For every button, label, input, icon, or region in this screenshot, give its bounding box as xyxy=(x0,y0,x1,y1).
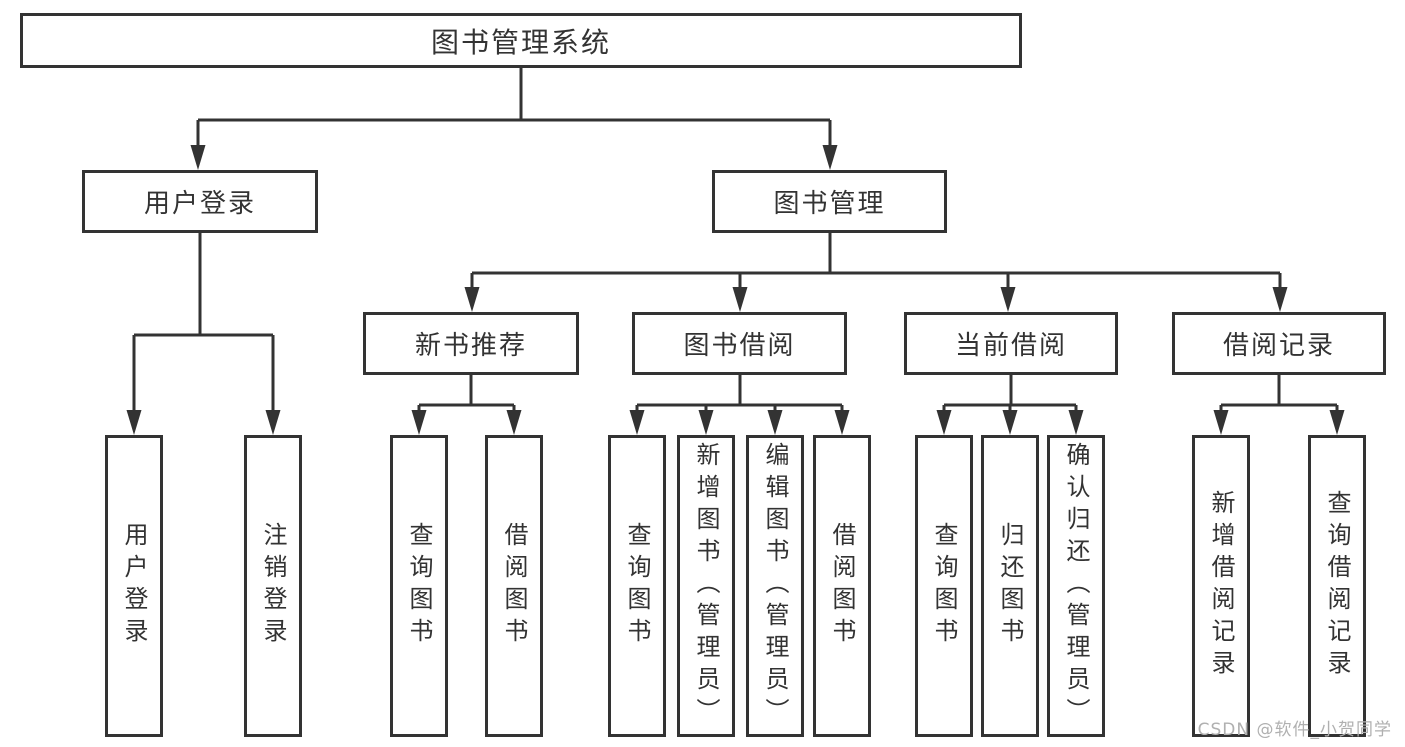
arrow-icon xyxy=(629,410,645,435)
arrow-icon xyxy=(1002,410,1018,435)
arrow-icon xyxy=(1213,410,1229,435)
node-library-management-system: 图书管理系统 xyxy=(20,13,1022,68)
arrow-icon xyxy=(1000,287,1016,312)
arrow-icon xyxy=(1272,287,1288,312)
node-new-book-recommend: 新书推荐 xyxy=(363,312,579,375)
arrow-icon xyxy=(834,410,850,435)
arrow-icon xyxy=(464,287,480,312)
node-current-borrow: 当前借阅 xyxy=(904,312,1118,375)
watermark: CSDN @软件_小贺同学 xyxy=(1197,720,1392,740)
node-book-borrow: 图书借阅 xyxy=(632,312,847,375)
node-user-login: 用户登录 xyxy=(82,170,318,233)
node-leaf-query-borrow-record: 查询借阅记录 xyxy=(1308,435,1366,737)
node-leaf-query-books-3: 查询图书 xyxy=(915,435,973,737)
node-leaf-borrow-books-2: 借阅图书 xyxy=(813,435,871,737)
node-leaf-query-books-2: 查询图书 xyxy=(608,435,666,737)
node-leaf-query-books-1: 查询图书 xyxy=(390,435,448,737)
arrow-icon xyxy=(411,410,427,435)
arrow-icon xyxy=(506,410,522,435)
node-leaf-user-login: 用户登录 xyxy=(105,435,163,737)
node-leaf-add-books-admin: 新增图书（管理员） xyxy=(677,435,735,737)
arrow-icon xyxy=(190,145,206,170)
arrow-icon xyxy=(1329,410,1345,435)
arrow-icon xyxy=(265,410,281,435)
node-leaf-return-books: 归还图书 xyxy=(981,435,1039,737)
node-leaf-edit-books-admin: 编辑图书（管理员） xyxy=(746,435,804,737)
arrow-icon xyxy=(732,287,748,312)
arrow-icon xyxy=(936,410,952,435)
arrow-icon xyxy=(822,145,838,170)
node-leaf-logout: 注销登录 xyxy=(244,435,302,737)
node-borrow-records: 借阅记录 xyxy=(1172,312,1386,375)
node-leaf-confirm-return-admin: 确认归还（管理员） xyxy=(1047,435,1105,737)
node-leaf-borrow-books-1: 借阅图书 xyxy=(485,435,543,737)
node-leaf-add-borrow-record: 新增借阅记录 xyxy=(1192,435,1250,737)
node-book-management: 图书管理 xyxy=(712,170,947,233)
arrow-icon xyxy=(126,410,142,435)
arrow-icon xyxy=(767,410,783,435)
arrow-icon xyxy=(698,410,714,435)
arrow-icon xyxy=(1068,410,1084,435)
